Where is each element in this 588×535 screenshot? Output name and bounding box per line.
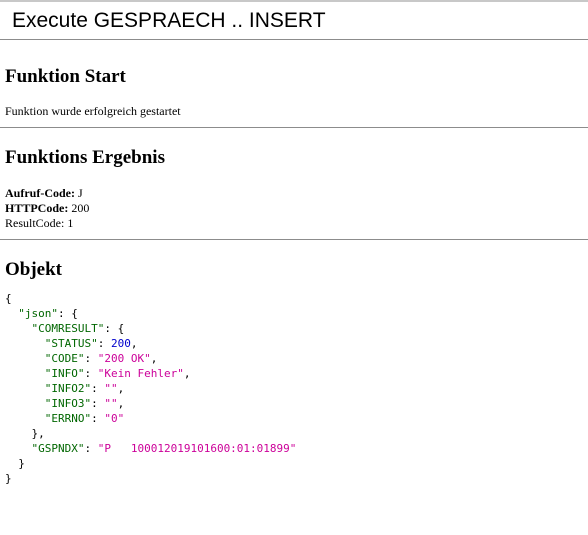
json-value: "Kein Fehler" — [97, 367, 184, 380]
json-key: "GSPNDX" — [31, 442, 85, 455]
json-value: "" — [104, 397, 118, 410]
json-brace: } — [5, 472, 12, 485]
section-objekt: Objekt — [0, 240, 588, 281]
aufruf-code-value: J — [75, 186, 83, 200]
json-brace: { — [5, 292, 12, 305]
json-key: "STATUS" — [44, 337, 98, 350]
json-key: "INFO" — [44, 367, 85, 380]
objekt-heading: Objekt — [5, 259, 62, 280]
divider-2 — [0, 239, 588, 240]
page-title: Execute GESPRAECH .. INSERT — [12, 9, 326, 32]
result-details: Aufruf-Code: J HTTPCode: 200 ResultCode:… — [5, 169, 583, 239]
json-output: { "json": { "COMRESULT": { "STATUS": 200… — [5, 292, 297, 485]
json-value: "200 OK" — [97, 352, 151, 365]
json-value: "" — [104, 382, 118, 395]
http-code-value: 200 — [68, 201, 90, 215]
funktions-ergebnis-heading: Funktions Ergebnis — [5, 147, 165, 168]
json-value: 200 — [110, 337, 131, 350]
section-funktion-start: Funktion Start Funktion wurde erfolgreic… — [0, 40, 588, 127]
json-key: "INFO3" — [44, 397, 92, 410]
funktion-start-heading: Funktion Start — [5, 66, 126, 87]
result-code-row: ResultCode: 1 — [5, 216, 74, 230]
json-key: "json" — [18, 307, 58, 320]
title-bar: Execute GESPRAECH .. INSERT — [0, 0, 588, 40]
aufruf-code-label: Aufruf-Code: — [5, 186, 75, 200]
http-code-row: HTTPCode: 200 — [5, 201, 583, 216]
divider-1 — [0, 127, 588, 128]
http-code-label: HTTPCode: — [5, 201, 69, 215]
json-key: "ERRNO" — [44, 412, 92, 425]
json-key: "CODE" — [44, 352, 85, 365]
start-message: Funktion wurde erfolgreich gestartet — [5, 104, 181, 118]
json-key: "INFO2" — [44, 382, 92, 395]
aufruf-code-row: Aufruf-Code: J — [5, 186, 583, 201]
json-key: "COMRESULT" — [31, 322, 105, 335]
json-value: "0" — [104, 412, 125, 425]
json-value: "P 100012019101600:01:01899" — [97, 442, 297, 455]
section-funktions-ergebnis: Funktions Ergebnis Aufruf-Code: J HTTPCo… — [0, 128, 588, 239]
